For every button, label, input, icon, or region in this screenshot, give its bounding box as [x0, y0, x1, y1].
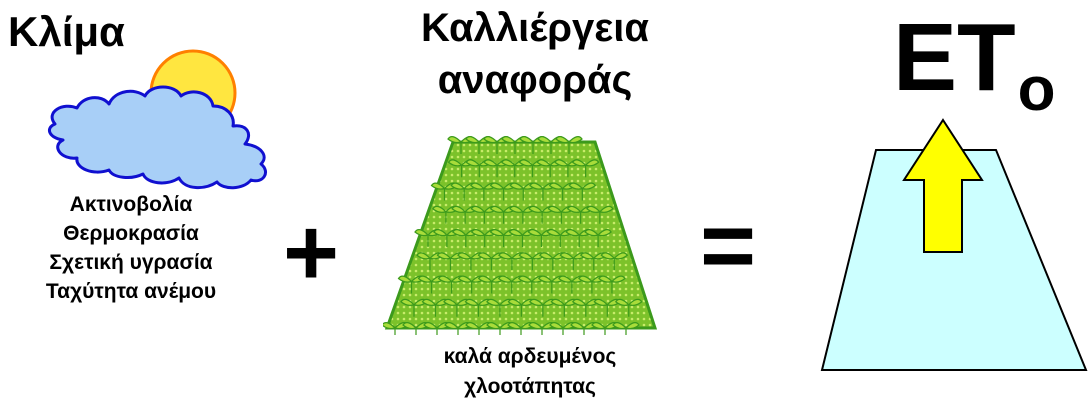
- grass-sprout-icon: [555, 136, 583, 154]
- grass-sprout-icon: [519, 136, 547, 154]
- grass-sprout-icon: [598, 275, 626, 294]
- crop-title-line2: αναφοράς: [437, 58, 633, 102]
- crop-title-line1: Καλλιέργεια: [421, 6, 649, 50]
- grass-sprout-icon: [612, 322, 640, 335]
- grass-sprout-icon: [571, 159, 600, 178]
- grass-sprout-icon: [570, 322, 598, 335]
- grass-sprout-icon: [433, 229, 461, 247]
- eto-main: ET: [893, 4, 1016, 111]
- equals-sign: =: [700, 192, 757, 299]
- grass-sprout-icon: [568, 182, 597, 201]
- cloud-icon: [47, 85, 267, 190]
- grass-sprout-icon: [579, 252, 608, 271]
- grass-sprout-icon: [400, 298, 428, 317]
- grass-sprout-icon: [414, 229, 442, 247]
- climate-title: Κλίμα: [8, 8, 125, 55]
- eto-subscript: o: [1017, 55, 1056, 124]
- crop-caption-line2: χλοοτάπητας: [464, 375, 596, 398]
- eto-label: ETo: [893, 8, 1056, 125]
- grass-sprout-icon: [547, 205, 576, 224]
- grass-sprout-icon: [483, 136, 511, 154]
- grass-sprout-icon: [614, 298, 643, 317]
- grass-field-icon: [383, 136, 658, 335]
- climate-factors: Ακτινοβολία Θερμοκρασία Σχετική υγρασία …: [2, 190, 260, 306]
- factor-radiation: Ακτινοβολία: [69, 193, 193, 216]
- upward-arrow-icon: [902, 118, 984, 253]
- factor-temperature: Θερμοκρασία: [63, 222, 199, 245]
- grass-sprout-icon: [507, 322, 535, 335]
- grass-sprout-icon: [566, 205, 595, 224]
- factor-wind-speed: Ταχύτητα ανέμου: [45, 280, 217, 303]
- grass-sprout-icon: [489, 229, 518, 247]
- crop-title: Καλλιέργεια αναφοράς: [375, 2, 695, 106]
- plus-sign: +: [283, 199, 340, 306]
- grass-sprout-icon: [421, 298, 450, 317]
- grass-sprout-icon: [509, 182, 538, 201]
- crop-caption: καλά αρδευμένος χλοοτάπητας: [380, 342, 680, 402]
- grass-sprout-icon: [584, 229, 612, 247]
- grass-sprout-icon: [593, 298, 622, 317]
- crop-caption-line1: καλά αρδευμένος: [443, 345, 617, 368]
- grass-sprout-icon: [586, 205, 614, 224]
- factor-humidity: Σχετική υγρασία: [49, 251, 213, 274]
- grass-sprout-icon: [600, 252, 629, 271]
- grass-sprout-icon: [470, 205, 499, 224]
